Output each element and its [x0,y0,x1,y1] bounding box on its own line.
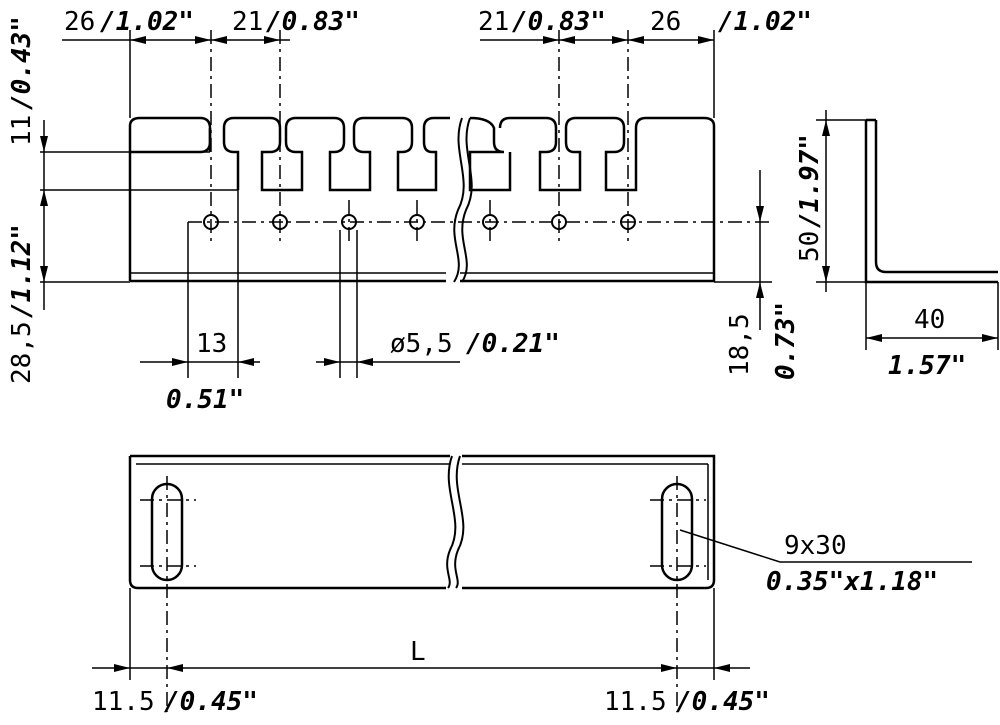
dim-side-height-metric: 50 [795,231,825,262]
dim-end-left-metric: 11.5 [92,687,155,717]
dim-hole-offset-metric: 13 [196,329,227,359]
dim-slot-size-inch: 0.35"x1.18" [766,567,938,597]
top-view [92,454,972,712]
dim-pitch-left-metric: 26 [64,7,95,37]
dim-slot-depth-metric: 11 [7,115,37,146]
dim-end-right-metric: 11.5 [604,687,667,717]
dim-hole-dia-inch: /0.21" [466,329,560,359]
dim-slot-size-metric: 9x30 [784,531,847,561]
front-view [40,30,772,378]
dim-hole-height-inch: /1.12" [7,224,37,318]
dim-side-width-metric: 40 [914,305,945,335]
dim-hole-dia-metric: ø5,5 [390,329,453,359]
dim-hole-offset-inch: 0.51" [166,385,244,415]
labels: 26 /1.02" 21 /0.83" 21 /0.83" 26 /1.02" … [7,7,966,717]
dim-pitch-left2-inch: /0.83" [266,7,360,37]
dim-pitch-right2-metric: 26 [650,7,681,37]
dim-pitch-left2-metric: 21 [232,7,263,37]
dim-end-right-inch: /0.45" [676,687,770,717]
dim-end-left-inch: /0.45" [164,687,258,717]
dim-pitch-left-inch: /1.02" [100,7,194,37]
dim-pitch-right1-inch: /0.83" [512,7,606,37]
dim-hole-height-metric: 28,5 [7,321,37,384]
dim-slot-depth-inch: /0.43" [7,16,37,110]
comb-teeth [222,116,638,192]
dim-bottom-offset-metric: 18,5 [725,313,755,376]
side-view [816,110,999,350]
dim-side-height-inch: /1.97" [795,134,825,228]
dim-bottom-offset-inch: 0.73" [771,302,801,380]
dim-pitch-right2-inch: /1.02" [718,7,812,37]
dim-length-label: L [410,637,426,667]
dim-pitch-right1-metric: 21 [478,7,509,37]
dim-side-width-inch: 1.57" [888,351,966,381]
